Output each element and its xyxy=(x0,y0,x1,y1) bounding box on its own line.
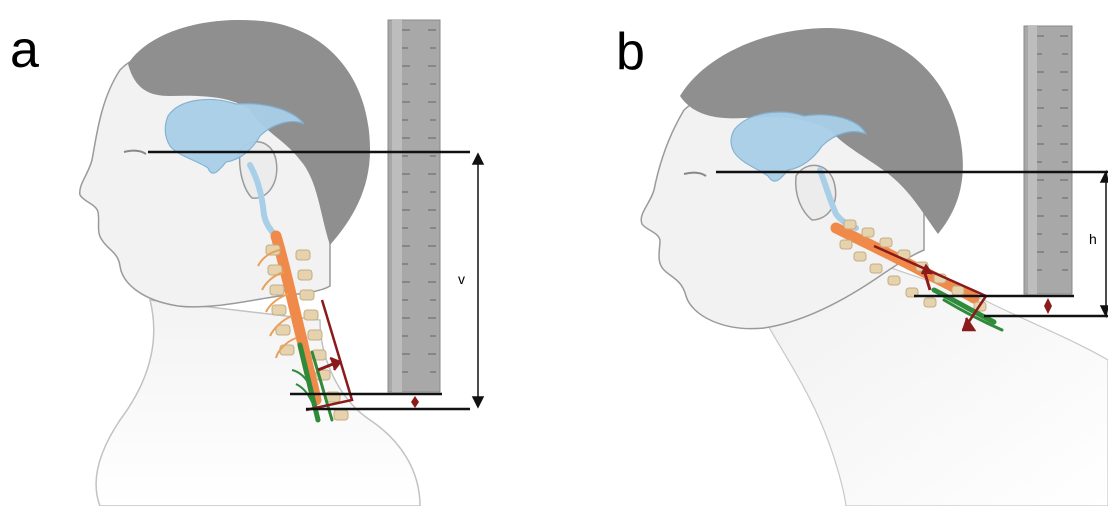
panel-b: b h xyxy=(554,0,1108,506)
panel-label: a xyxy=(10,24,39,76)
ruler xyxy=(1024,26,1072,294)
vertical-distance-label: v xyxy=(458,272,465,286)
offset-marker xyxy=(411,396,419,408)
panel-a: a v xyxy=(0,0,554,506)
distance-label: h xyxy=(1089,232,1097,246)
panel-label: b xyxy=(616,26,645,78)
ruler xyxy=(388,20,440,392)
upright-head-illustration xyxy=(0,0,554,506)
offset-marker xyxy=(1044,298,1052,314)
neck-shoulder-shape xyxy=(96,300,420,506)
vertical-dimension-arrow xyxy=(473,154,483,407)
vertical-dimension-arrow xyxy=(1101,172,1108,316)
